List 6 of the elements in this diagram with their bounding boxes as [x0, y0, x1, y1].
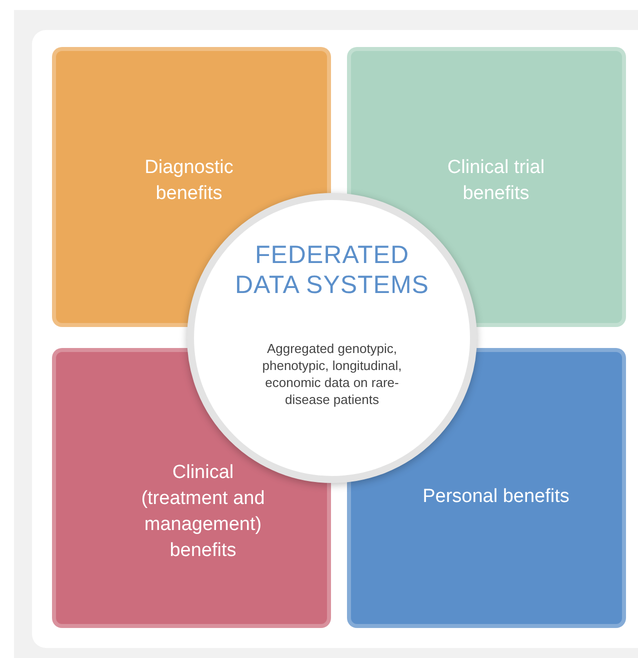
box-label: Diagnostic benefits — [144, 156, 234, 206]
box-label: Clinical trial benefits — [446, 156, 546, 206]
circle-heading: FEDERATED DATA SYSTEMS — [234, 240, 430, 300]
box-label: Clinical (treatment and management) benefits — [140, 461, 266, 563]
circle-description: Aggregated genotypic, phenotypic, longitudinal, economic data on rare-disease patients — [261, 340, 403, 408]
box-label: Personal benefits — [422, 485, 570, 509]
